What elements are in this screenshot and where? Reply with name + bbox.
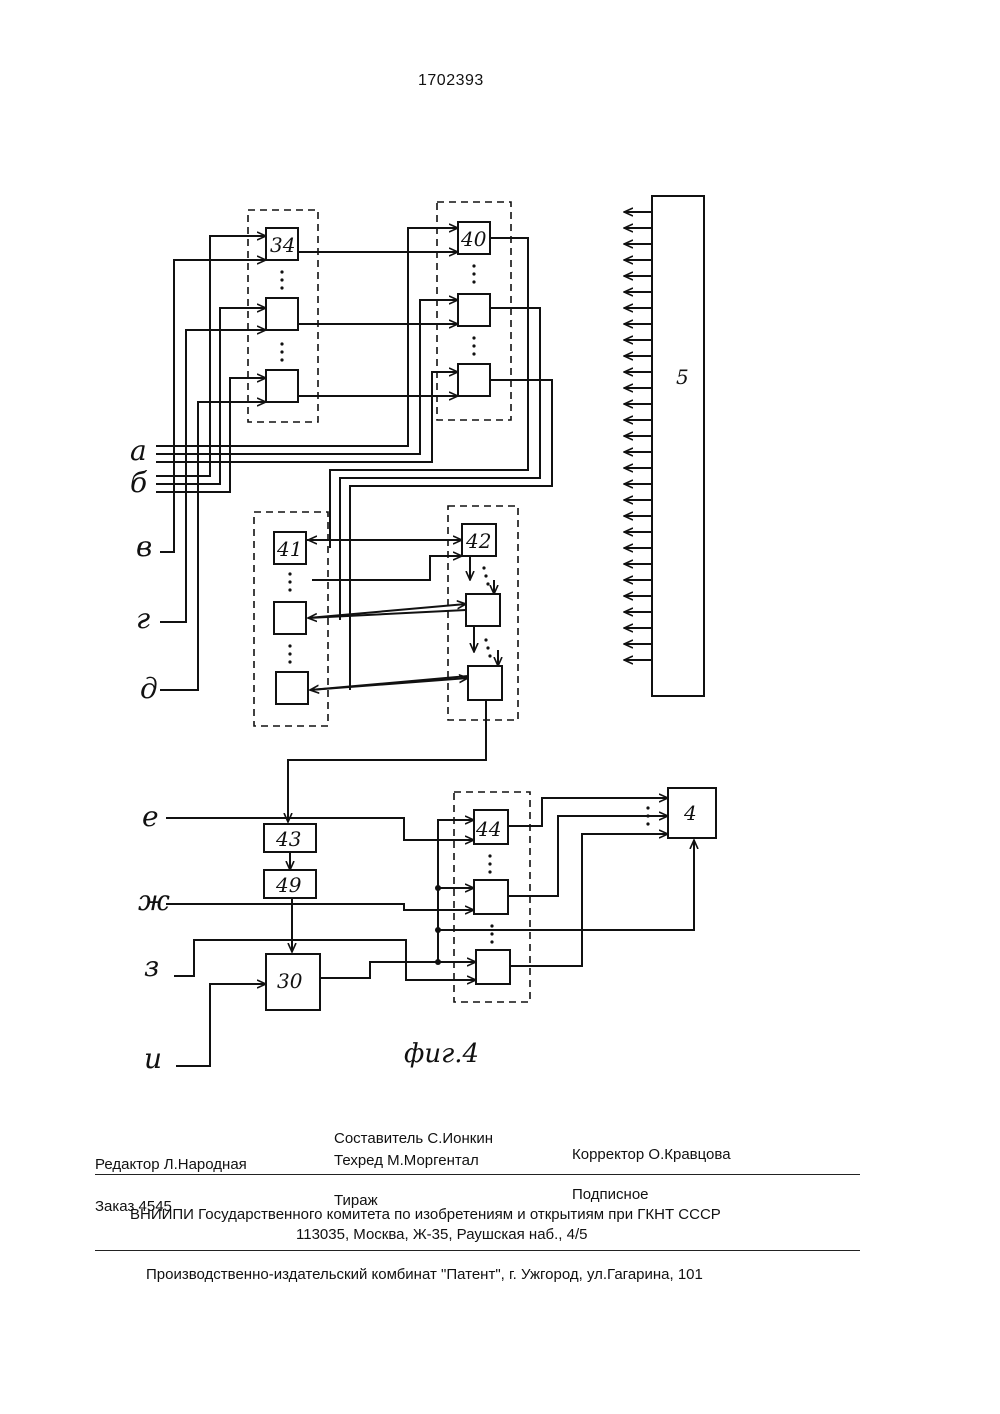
block-40-middle xyxy=(458,294,490,326)
block-34-bottom xyxy=(266,370,298,402)
editor-label: Редактор xyxy=(95,1156,160,1173)
printer-line: Производственно-издательский комбинат "П… xyxy=(146,1266,703,1283)
footer-divider-top xyxy=(95,1174,860,1175)
block-40-bottom xyxy=(458,364,490,396)
editor-name: Л.Народная xyxy=(164,1156,247,1173)
block-41-middle xyxy=(274,602,306,634)
composer-line: Составитель С.Ионкин xyxy=(334,1130,493,1147)
techred-name: М.Моргентал xyxy=(387,1152,479,1169)
block-34-middle xyxy=(266,298,298,330)
block-4-label: 4 xyxy=(683,801,697,825)
corrector-label: Корректор xyxy=(572,1146,644,1163)
techred-label: Техред xyxy=(334,1152,383,1169)
input-label-z: з xyxy=(144,950,159,983)
techred-line: Техред М.Моргентал xyxy=(334,1152,479,1169)
corrector-line: Корректор О.Кравцова xyxy=(572,1146,731,1163)
order-label: Заказ xyxy=(95,1198,134,1215)
block-34-label: 34 xyxy=(270,233,295,257)
block-49-label: 49 xyxy=(275,873,302,897)
corrector-name: О.Кравцова xyxy=(648,1146,730,1163)
input-label-a: а xyxy=(130,434,147,467)
composer-label: Составитель xyxy=(334,1130,423,1147)
block-41-label: 41 xyxy=(276,537,302,561)
block-44-label: 44 xyxy=(475,817,501,841)
figure-caption: фиг.4 xyxy=(404,1039,479,1069)
block-40-label: 40 xyxy=(460,227,487,251)
block-30-label: 30 xyxy=(277,969,303,993)
input-label-zh: ж xyxy=(138,884,170,917)
input-label-i: и xyxy=(144,1042,162,1075)
block-44-bottom xyxy=(476,950,510,984)
input-label-v: в xyxy=(136,530,152,563)
input-label-b: б xyxy=(130,466,148,499)
address-line: 113035, Москва, Ж-35, Раушская наб., 4/5 xyxy=(296,1226,588,1243)
block-42-middle xyxy=(466,594,500,626)
block-42-bottom xyxy=(468,666,502,700)
editor-line: Редактор Л.Народная xyxy=(95,1156,247,1173)
input-label-e: е xyxy=(142,800,159,833)
block-41-bottom xyxy=(276,672,308,704)
block-5-label: 5 xyxy=(676,365,689,389)
block-44-middle xyxy=(474,880,508,914)
org-line: ВНИИПИ Государственного комитета по изоб… xyxy=(130,1206,721,1223)
block-42-label: 42 xyxy=(465,529,491,553)
block-43-label: 43 xyxy=(275,827,301,851)
circuit-diagram: 34 40 5 xyxy=(0,0,1000,1120)
link-42-to-43 xyxy=(288,700,486,822)
input-label-d: д xyxy=(140,672,158,705)
input-label-g: г xyxy=(136,602,150,635)
footer-divider-bottom xyxy=(95,1250,860,1251)
composer-name: С.Ионкин xyxy=(427,1130,493,1147)
block-5 xyxy=(652,196,704,696)
subscription-label: Подписное xyxy=(572,1186,649,1203)
block-5-output-arrows xyxy=(624,212,652,660)
